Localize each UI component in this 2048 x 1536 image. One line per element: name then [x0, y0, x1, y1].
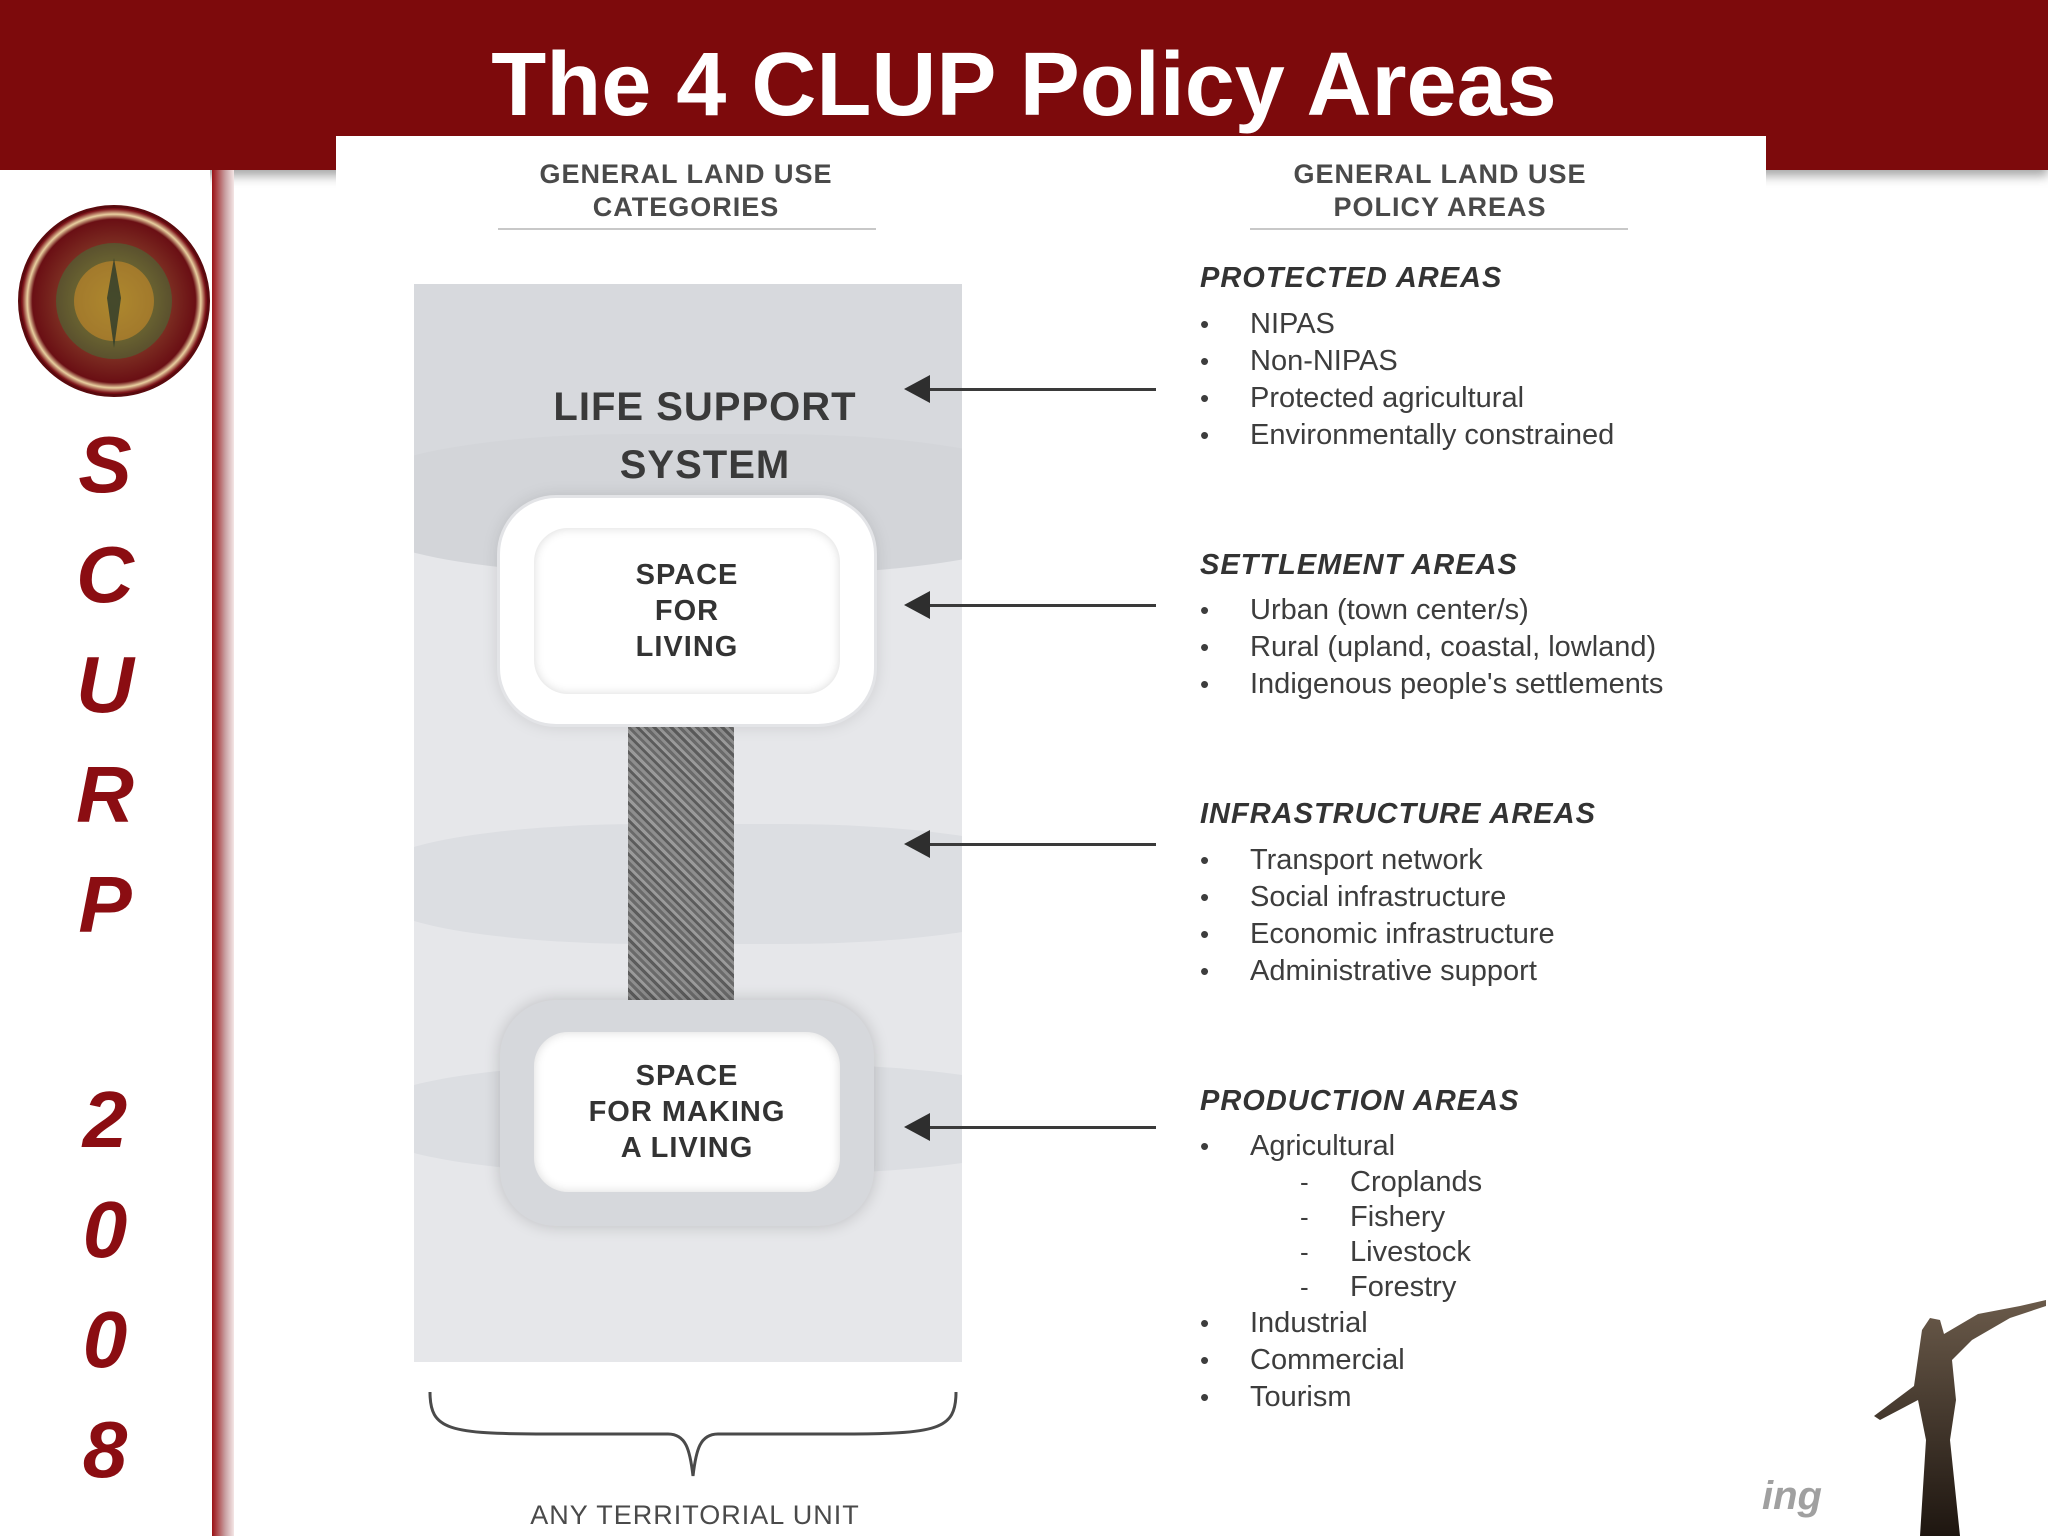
list-item: Indigenous people's settlements: [1200, 666, 1663, 703]
arrow-head-icon: [904, 1113, 930, 1141]
left-column-header: GENERAL LAND USE CATEGORIES: [539, 159, 833, 222]
slide-title: The 4 CLUP Policy Areas: [491, 35, 1557, 135]
infrastructure-connector: [628, 724, 734, 1000]
vertical-letter: C: [76, 530, 134, 619]
infrastructure-areas-list: Transport networkSocial infrastructureEc…: [1200, 842, 1555, 990]
arrow-head-icon: [904, 375, 930, 403]
arrow-head-icon: [904, 830, 930, 858]
sub-list-item: Livestock: [1200, 1235, 1482, 1270]
sub-list-item: Forestry: [1200, 1270, 1482, 1305]
seal-ring: [56, 243, 172, 359]
left-sidebar: [0, 170, 210, 1536]
list-item: Environmentally constrained: [1200, 417, 1614, 454]
list-item: Non-NIPAS: [1200, 343, 1614, 380]
protected-areas-list: NIPASNon-NIPASProtected agriculturalEnvi…: [1200, 306, 1614, 454]
vertical-letter: S: [78, 420, 132, 509]
space-for-living-box: SPACE FOR LIVING: [534, 528, 840, 694]
arrow-production: [920, 1126, 1156, 1129]
sub-list-item: Fishery: [1200, 1200, 1482, 1235]
vertical-letter: P: [78, 860, 132, 949]
territorial-unit-label: ANY TERRITORIAL UNIT: [530, 1500, 860, 1530]
list-item: Tourism: [1200, 1379, 1482, 1416]
oblation-statue-icon: [1874, 1300, 2046, 1536]
vertical-letter: 8: [82, 1405, 128, 1494]
space-for-making-living-label: SPACE FOR MAKING A LIVING: [588, 1060, 786, 1164]
sub-list-item: Croplands: [1200, 1165, 1482, 1200]
space-for-living-label: SPACE FOR LIVING: [635, 559, 739, 663]
right-column-header: GENERAL LAND USE POLICY AREAS: [1293, 159, 1587, 222]
life-support-label: LIFE SUPPORT SYSTEM: [553, 385, 857, 487]
list-item: NIPAS: [1200, 306, 1614, 343]
list-item: Economic infrastructure: [1200, 916, 1555, 953]
arrow-head-icon: [904, 591, 930, 619]
settlement-areas-title: SETTLEMENT AREAS: [1200, 549, 1518, 581]
left-divider-bar: [212, 170, 234, 1536]
settlement-areas-list: Urban (town center/s)Rural (upland, coas…: [1200, 592, 1663, 703]
vertical-letter: 0: [82, 1185, 128, 1274]
list-item: Rural (upland, coastal, lowland): [1200, 629, 1663, 666]
vertical-letter: 2: [82, 1075, 128, 1164]
arrow-protected: [920, 388, 1156, 391]
infrastructure-areas-title: INFRASTRUCTURE AREAS: [1200, 798, 1596, 830]
vertical-letter: U: [76, 640, 134, 729]
list-item: Urban (town center/s): [1200, 592, 1663, 629]
list-item: Transport network: [1200, 842, 1555, 879]
arrow-settlement: [920, 604, 1156, 607]
list-item: Industrial: [1200, 1305, 1482, 1342]
list-item: Protected agricultural: [1200, 380, 1614, 417]
list-item: Commercial: [1200, 1342, 1482, 1379]
left-header-rule: [498, 228, 876, 230]
watermark-fragment: ing: [1762, 1474, 1822, 1518]
list-item: Social infrastructure: [1200, 879, 1555, 916]
vertical-letter: R: [76, 750, 134, 839]
protected-areas-title: PROTECTED AREAS: [1200, 262, 1503, 294]
vertical-letter: 0: [82, 1295, 128, 1384]
list-item: Agricultural: [1200, 1128, 1482, 1165]
production-areas-list: AgriculturalCroplandsFisheryLivestockFor…: [1200, 1128, 1482, 1416]
university-seal-logo: [18, 205, 210, 397]
territorial-brace: [428, 1391, 958, 1477]
space-for-making-living-box: SPACE FOR MAKING A LIVING: [534, 1032, 840, 1192]
production-areas-title: PRODUCTION AREAS: [1200, 1085, 1520, 1117]
right-header-rule: [1250, 228, 1628, 230]
list-item: Administrative support: [1200, 953, 1555, 990]
arrow-infrastructure: [920, 843, 1156, 846]
